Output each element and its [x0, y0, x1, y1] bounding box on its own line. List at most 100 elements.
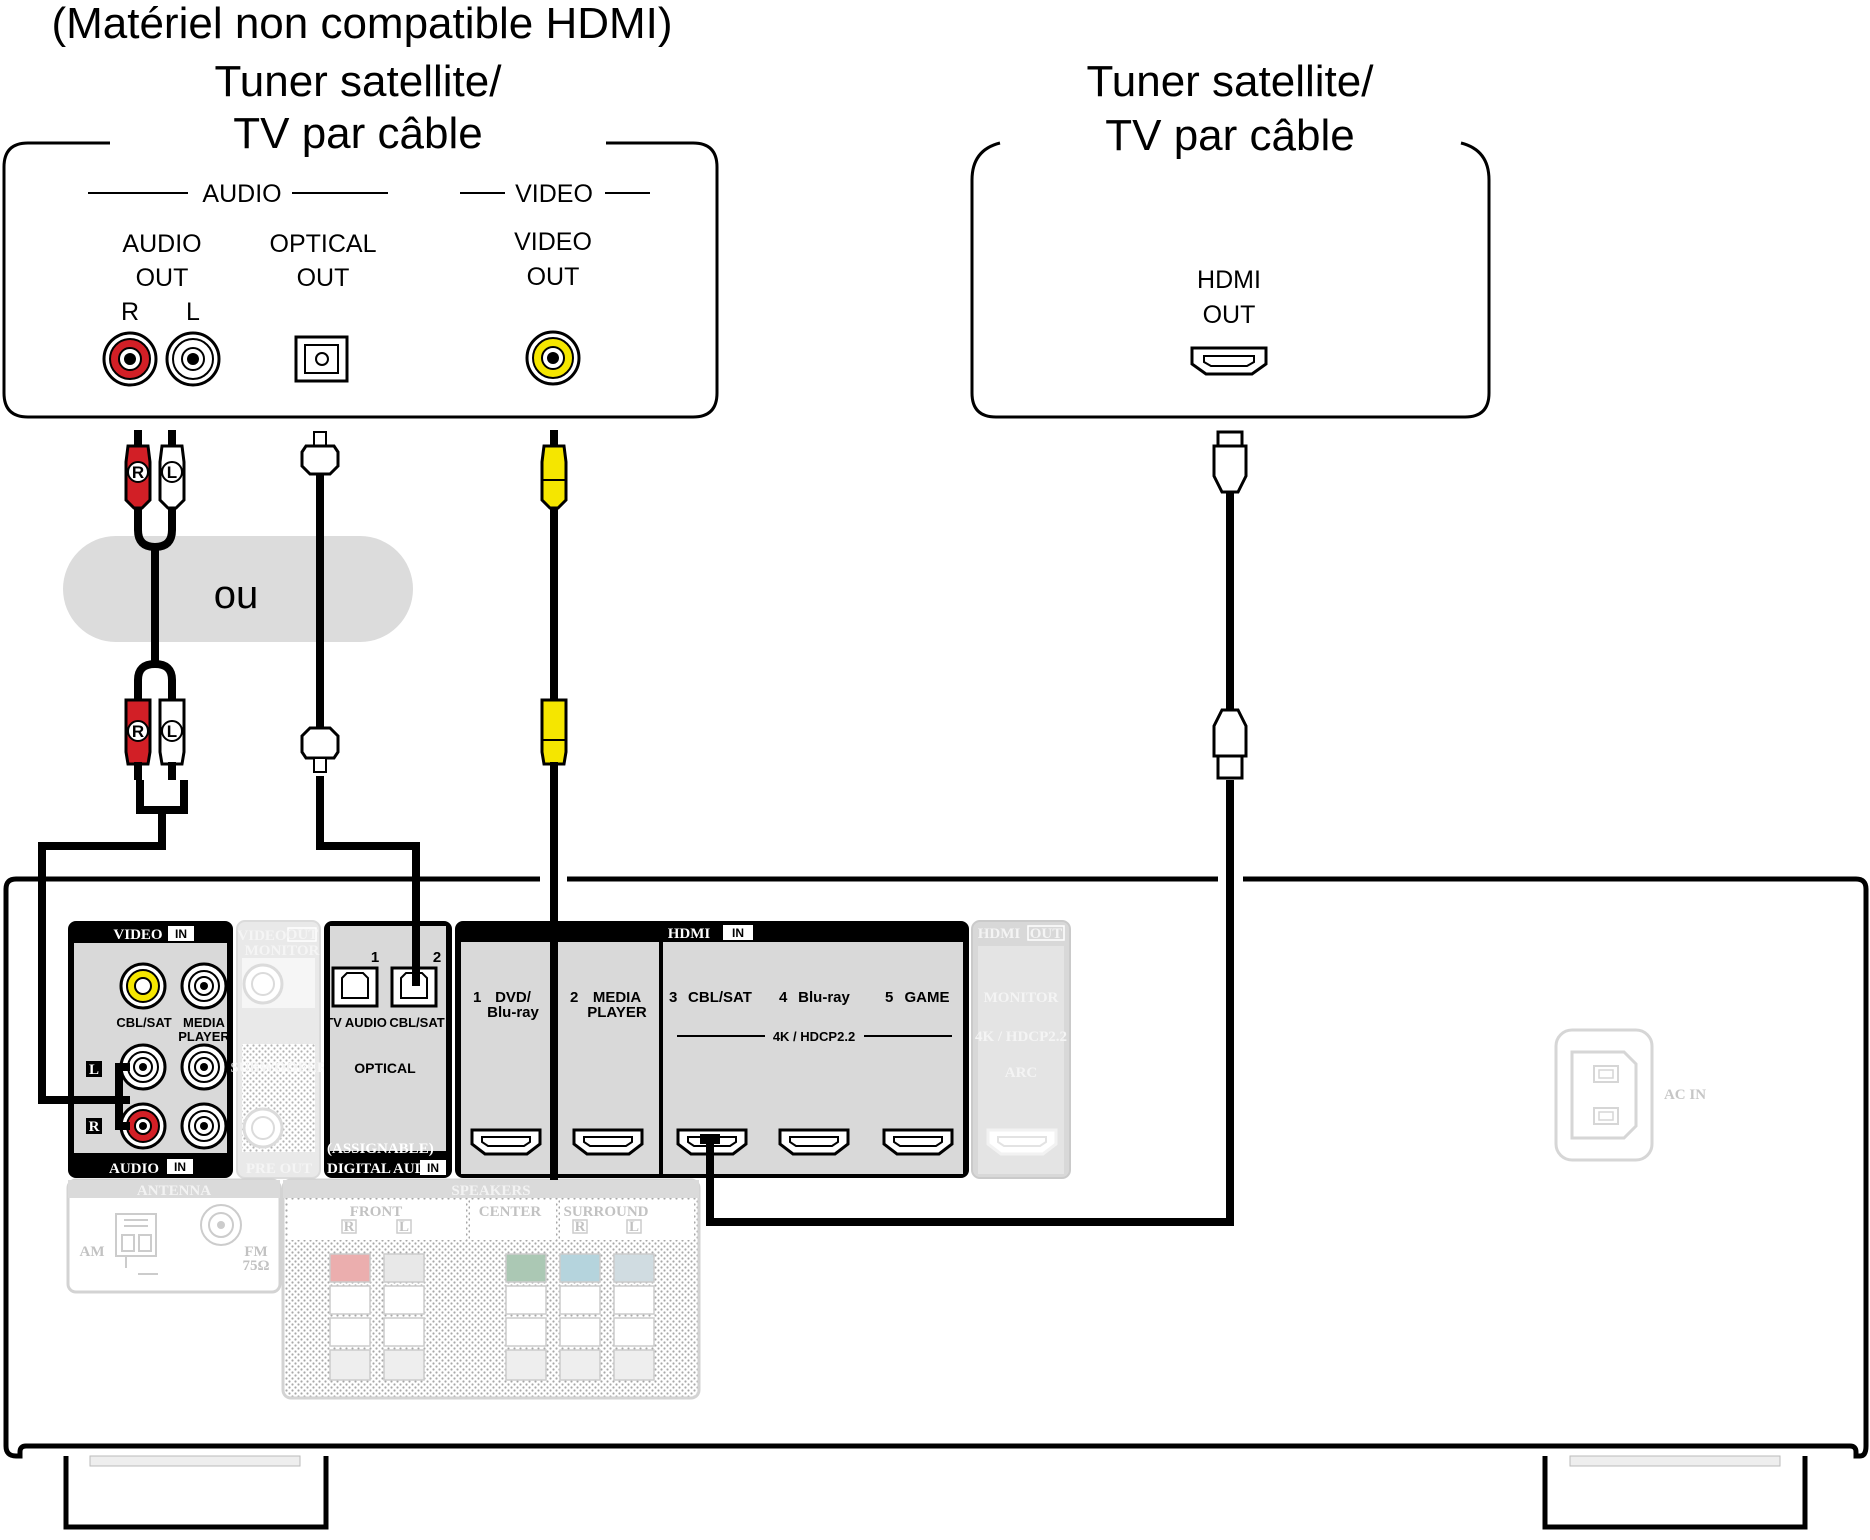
optical-plug-top — [300, 431, 340, 476]
hdmi-plug-bottom — [1212, 708, 1248, 780]
optical-plug-bottom — [300, 726, 340, 773]
cbl-sat-label: CBL/SAT — [116, 1015, 171, 1030]
audio-group-label: AUDIO — [202, 180, 281, 208]
rca-plug-red-bottom: R — [124, 698, 152, 780]
subwoofer-label: SUBWOOFER — [230, 1060, 328, 1076]
audio-in-l2-jack — [180, 1043, 228, 1091]
hdmi-out-label: HDMI — [978, 926, 1021, 942]
non-hdmi-note: (Matériel non compatible HDMI) — [51, 0, 672, 48]
audio-out-label-2: OUT — [136, 264, 189, 292]
left-foot — [63, 1456, 329, 1530]
audio-in-r2-jack — [180, 1102, 228, 1150]
optical-out-label-2: OUT — [297, 264, 350, 292]
rca-jack-white — [165, 331, 221, 387]
hdmi-plug-top — [1212, 430, 1248, 494]
video-jack-yellow — [525, 330, 581, 386]
or-pill: ou — [63, 536, 413, 642]
hdmi-in-1-line1: DVD/ — [495, 989, 532, 1006]
monitor-hdcp-label: 4K / HDCP2.2 — [975, 1029, 1067, 1045]
hdmi-in-5-num: 5 — [885, 989, 893, 1006]
front-r-label: R — [344, 1219, 355, 1235]
optical-num-2: 2 — [433, 949, 441, 966]
right-device-frame — [970, 141, 1491, 419]
rca-plug-yellow-top — [540, 430, 568, 510]
jack-r-badge: R — [89, 1119, 100, 1135]
optical-in-block: 1 2 TV AUDIO CBL/SAT OPTICAL (ASSIGNABLE… — [324, 921, 452, 1178]
digital-audio-label: DIGITAL AUDIO — [327, 1161, 443, 1177]
fm-label: FM — [244, 1244, 267, 1260]
pre-out-label: PRE OUT — [246, 1161, 312, 1177]
hdmi-in-1-num: 1 — [473, 989, 481, 1006]
surround-r-label: R — [575, 1219, 586, 1235]
am-label: AM — [80, 1244, 105, 1260]
rca-plug-white-top: L — [158, 430, 186, 510]
plug-r-bottom-label: R — [132, 722, 144, 741]
assignable-label: (ASSIGNABLE) — [327, 1141, 434, 1157]
video-out-label-1: VIDEO — [514, 228, 592, 256]
hdmi-in-block: HDMI IN 1 DVD/ Blu-ray 2 MEDIA PLAYER 3 … — [455, 921, 969, 1178]
monitor-small-label: MONITOR — [245, 943, 320, 959]
video-cable — [540, 430, 568, 1180]
hdmi-in-label: HDMI — [668, 926, 711, 942]
audio-in-label: AUDIO — [109, 1161, 159, 1177]
media-player-label-1: MEDIA — [183, 1015, 226, 1030]
rca-audio-cable: R L R L — [38, 430, 188, 1130]
rca-plug-white-bottom: L — [158, 698, 186, 780]
surround-l-label: L — [629, 1219, 639, 1235]
media-player-label-2: PLAYER — [178, 1029, 230, 1044]
left-source-device: (Matériel non compatible HDMI) Tuner sat… — [2, 0, 719, 419]
hdmi-out-block: HDMI OUT MONITOR 4K / HDCP2.2 ARC — [971, 920, 1071, 1179]
optical-tv-audio-jack — [331, 966, 379, 1008]
hdmi-in-port-1 — [470, 1128, 542, 1156]
optical-label: OPTICAL — [354, 1060, 416, 1076]
video-in-cbl-sat-jack — [119, 962, 167, 1010]
speaker-terminals — [329, 1253, 655, 1381]
hdmi-out-label-2: OUT — [1203, 301, 1256, 329]
optical-cbl-sat-label: CBL/SAT — [389, 1015, 444, 1030]
right-foot — [1542, 1456, 1808, 1530]
tv-audio-label: TV AUDIO — [325, 1015, 387, 1030]
hdmi-in-2-line1: MEDIA — [593, 989, 642, 1006]
jack-l-badge: L — [89, 1062, 99, 1078]
video-out-label: VIDEO — [237, 928, 286, 944]
hdmi-in-port-4 — [778, 1128, 850, 1156]
hdmi-out-label-1: HDMI — [1197, 266, 1261, 294]
center-label: CENTER — [479, 1204, 542, 1220]
video-in-label: VIDEO — [113, 927, 162, 943]
video-out-pre-out-block: VIDEO OUT MONITOR SUBWOOFER PRE OUT — [230, 920, 328, 1179]
audio-in-badge: IN — [174, 1160, 186, 1174]
right-source-device: Tuner satellite/ TV par câble HDMI OUT — [970, 57, 1491, 419]
surround-label: SURROUND — [563, 1204, 648, 1220]
hdmi-in-2-num: 2 — [570, 989, 578, 1006]
speakers-block: SPEAKERS FRONT CENTER SURROUND R L R L — [281, 1178, 701, 1400]
hdmi-in-1-line2: Blu-ray — [487, 1004, 539, 1021]
video-in-media-player-jack — [180, 962, 228, 1010]
hdmi-in-3-num: 3 — [669, 989, 677, 1006]
hdmi-out-jack — [1190, 346, 1268, 376]
or-label: ou — [214, 573, 259, 617]
optical-jack — [294, 335, 349, 383]
optical-num-1: 1 — [371, 949, 379, 966]
left-device-frame — [2, 141, 719, 419]
hdmi-out-badge: OUT — [1030, 926, 1063, 942]
audio-r-label: R — [121, 298, 139, 326]
av-receiver: VIDEO IN AUDIO IN CBL/SAT MEDIA PLAYER — [3, 876, 1869, 1530]
arc-label: ARC — [1005, 1065, 1038, 1081]
ac-in-label: AC IN — [1664, 1087, 1706, 1103]
hdmi-cable — [706, 430, 1248, 1226]
video-out-badge: OUT — [286, 927, 319, 943]
antenna-block: ANTENNA AM FM 75Ω — [66, 1178, 282, 1294]
rca-plug-yellow-bottom — [540, 698, 568, 780]
front-l-label: L — [399, 1219, 409, 1235]
video-group-label: VIDEO — [515, 180, 593, 208]
right-device-title-1: Tuner satellite/ — [1087, 57, 1375, 106]
left-device-title-2: TV par câble — [233, 109, 482, 158]
fm-ohm-label: 75Ω — [242, 1258, 269, 1274]
video-in-badge: IN — [175, 927, 187, 941]
hdmi-in-badge: IN — [732, 926, 744, 940]
speakers-label: SPEAKERS — [451, 1183, 530, 1199]
digital-audio-badge: IN — [427, 1161, 439, 1175]
plug-r-top-label: R — [132, 463, 144, 482]
hdcp-label: 4K / HDCP2.2 — [773, 1029, 855, 1044]
